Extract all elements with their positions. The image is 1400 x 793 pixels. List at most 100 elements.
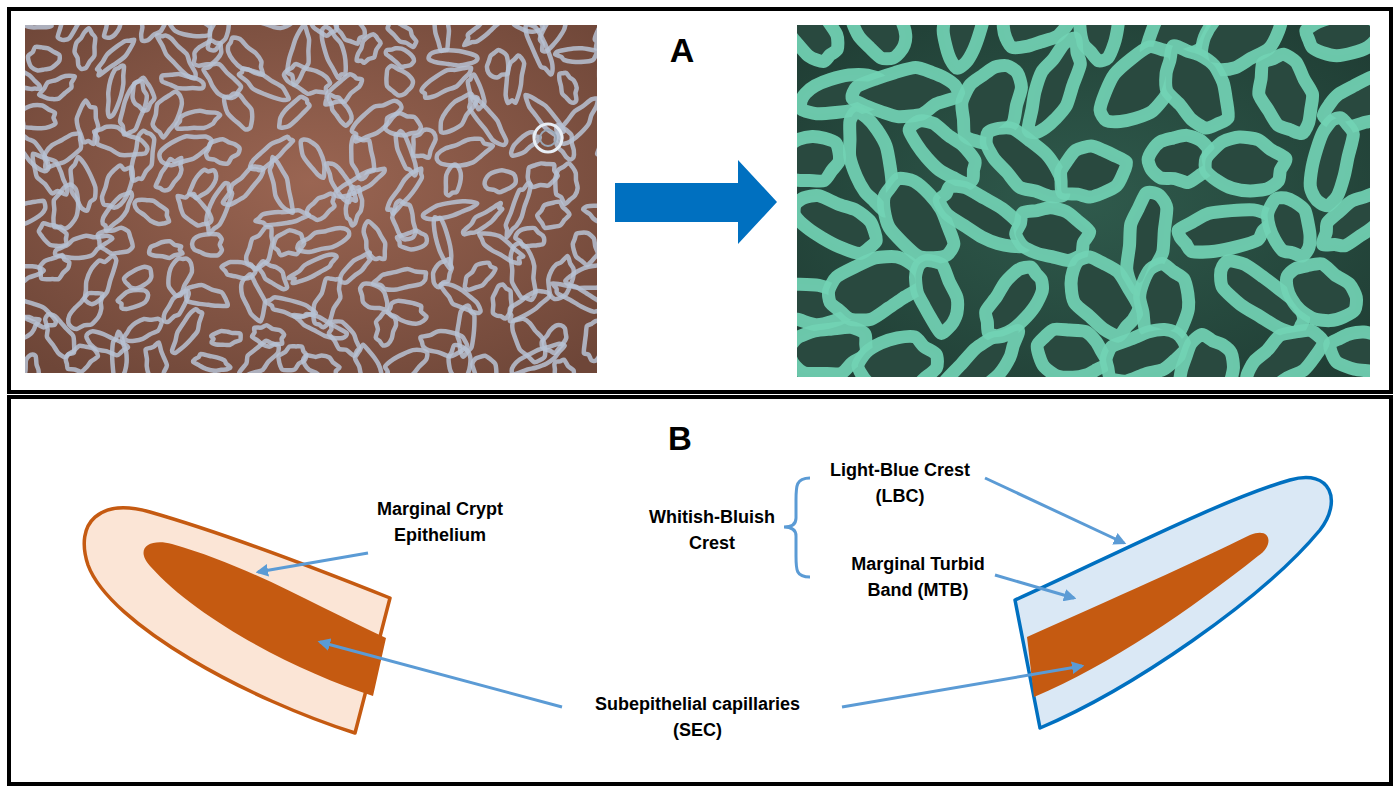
surface-pit-loop bbox=[376, 312, 396, 346]
whitish-bluish-crest-loop bbox=[1205, 137, 1286, 191]
surface-pit-loop bbox=[537, 202, 569, 228]
whitish-bluish-crest-loop bbox=[828, 257, 922, 321]
surface-pit-loop bbox=[224, 94, 252, 130]
transition-arrow bbox=[615, 160, 777, 244]
leader-arrow bbox=[320, 642, 562, 707]
leader-arrow bbox=[985, 478, 1124, 543]
surface-pit-loop bbox=[176, 111, 220, 129]
whitish-bluish-crest-loop bbox=[939, 330, 1019, 377]
surface-pit-loop bbox=[71, 157, 96, 211]
surface-pit-loop bbox=[279, 97, 309, 128]
whitish-bluish-crest-loop bbox=[852, 25, 906, 59]
surface-pit-loop bbox=[39, 76, 75, 99]
panel-letter: A bbox=[652, 26, 712, 74]
surface-pit-loop bbox=[293, 314, 346, 338]
whitish-bluish-crest-loop bbox=[909, 121, 975, 184]
surface-pit-loop bbox=[192, 234, 222, 256]
whitish-bluish-crest-loop bbox=[1080, 25, 1120, 61]
surface-pit-loop bbox=[239, 341, 279, 373]
panel-b-frame bbox=[9, 397, 1391, 784]
leader-arrow bbox=[995, 575, 1074, 598]
surface-pit-loop bbox=[25, 25, 52, 27]
endoscopy-photo-white-light bbox=[25, 25, 597, 373]
surface-pit-loop bbox=[66, 346, 98, 372]
surface-pit-loop bbox=[206, 183, 232, 233]
surface-pit-loop bbox=[124, 319, 162, 341]
surface-pit-loop bbox=[429, 50, 478, 65]
surface-pit-loop bbox=[554, 360, 574, 373]
structure-label: Marginal Crypt Epithelium bbox=[355, 497, 525, 548]
surface-pit-loop bbox=[435, 25, 449, 51]
surface-pit-loop bbox=[355, 345, 381, 373]
whitish-bluish-crest-loop bbox=[1268, 198, 1310, 256]
grouping-bracket bbox=[784, 478, 810, 577]
surface-pit-loop bbox=[346, 187, 362, 226]
surface-pit-loop bbox=[53, 185, 78, 229]
surface-pit-loop bbox=[583, 206, 597, 226]
whitish-bluish-crest-loop bbox=[1323, 192, 1370, 246]
surface-pit-loop bbox=[526, 25, 553, 75]
surface-pit-loop bbox=[506, 56, 525, 103]
surface-pit-loop bbox=[485, 170, 516, 192]
whitish-bluish-crest-loop bbox=[1259, 54, 1313, 133]
surface-pit-loop bbox=[25, 67, 40, 89]
whitish-bluish-crest-loop bbox=[797, 136, 839, 181]
surface-pit-loop bbox=[584, 321, 597, 361]
surface-pit-loop bbox=[206, 139, 240, 163]
surface-pit-loop bbox=[270, 157, 293, 213]
surface-pit-loop bbox=[555, 163, 577, 204]
surface-pit-loop bbox=[98, 228, 133, 254]
surface-pit-loop bbox=[552, 283, 597, 312]
surface-pit-loop bbox=[141, 25, 166, 41]
surface-pit-loop bbox=[357, 34, 381, 63]
surface-pit-loop bbox=[284, 64, 330, 94]
surface-pit-loop bbox=[211, 331, 241, 345]
whitish-bluish-crest-loop bbox=[986, 128, 1064, 197]
surface-pit-loop bbox=[449, 345, 471, 373]
surface-pit-loop bbox=[446, 165, 461, 196]
surface-pit-loop bbox=[25, 317, 40, 338]
whitish-bluish-crest-loop bbox=[852, 68, 959, 117]
surface-pit-loop bbox=[463, 203, 502, 234]
surface-pit-loop bbox=[555, 48, 597, 62]
surface-pit-loop bbox=[193, 354, 230, 371]
surface-pit-loop bbox=[464, 25, 507, 45]
whitish-bluish-crest-loop bbox=[1310, 118, 1353, 206]
surface-pit-loop bbox=[255, 210, 308, 225]
whitish-bluish-crest-loop bbox=[1306, 25, 1370, 56]
surface-pit-loop bbox=[413, 130, 436, 158]
surface-pit-loop bbox=[388, 25, 417, 47]
surface-pit-loop bbox=[487, 50, 508, 77]
surface-pit-loop bbox=[340, 252, 370, 282]
surface-pit-loop bbox=[329, 321, 359, 355]
surface-pit-loop bbox=[322, 27, 346, 78]
whitish-bluish-crest-loop bbox=[1106, 330, 1186, 377]
whitish-bluish-crest-loop bbox=[943, 25, 984, 68]
surface-pit-loop bbox=[423, 201, 477, 219]
panel-letter: B bbox=[650, 416, 710, 463]
surface-pit-loop bbox=[149, 241, 183, 258]
leader-arrow bbox=[842, 666, 1082, 707]
surface-pit-loop bbox=[104, 25, 123, 38]
surface-pit-loop bbox=[595, 25, 597, 49]
surface-pit-loop bbox=[25, 105, 56, 128]
surface-pit-loop bbox=[437, 139, 493, 166]
structure-label: Marginal Turbid Band (MTB) bbox=[838, 552, 998, 603]
whitish-bluish-crest-loop bbox=[1287, 264, 1357, 321]
whitish-bluish-crest-loop bbox=[1016, 208, 1090, 261]
whitish-bluish-crest-loop bbox=[797, 195, 876, 253]
surface-pit-loop bbox=[186, 285, 228, 306]
surface-pit-loop bbox=[301, 140, 325, 178]
surface-pit-loop bbox=[307, 194, 335, 221]
surface-pit-loop bbox=[146, 342, 167, 373]
surface-pit-loop bbox=[118, 290, 148, 309]
structure-label: Light-Blue Crest (LBC) bbox=[817, 458, 983, 509]
surface-pit-loop bbox=[239, 69, 289, 101]
whitish-bluish-crest-loop bbox=[797, 25, 838, 62]
surface-pit-loop bbox=[120, 81, 147, 135]
surface-pit-loop bbox=[68, 293, 102, 329]
whitish-bluish-crest-loop bbox=[1166, 46, 1229, 128]
surface-pit-loop bbox=[303, 355, 339, 373]
